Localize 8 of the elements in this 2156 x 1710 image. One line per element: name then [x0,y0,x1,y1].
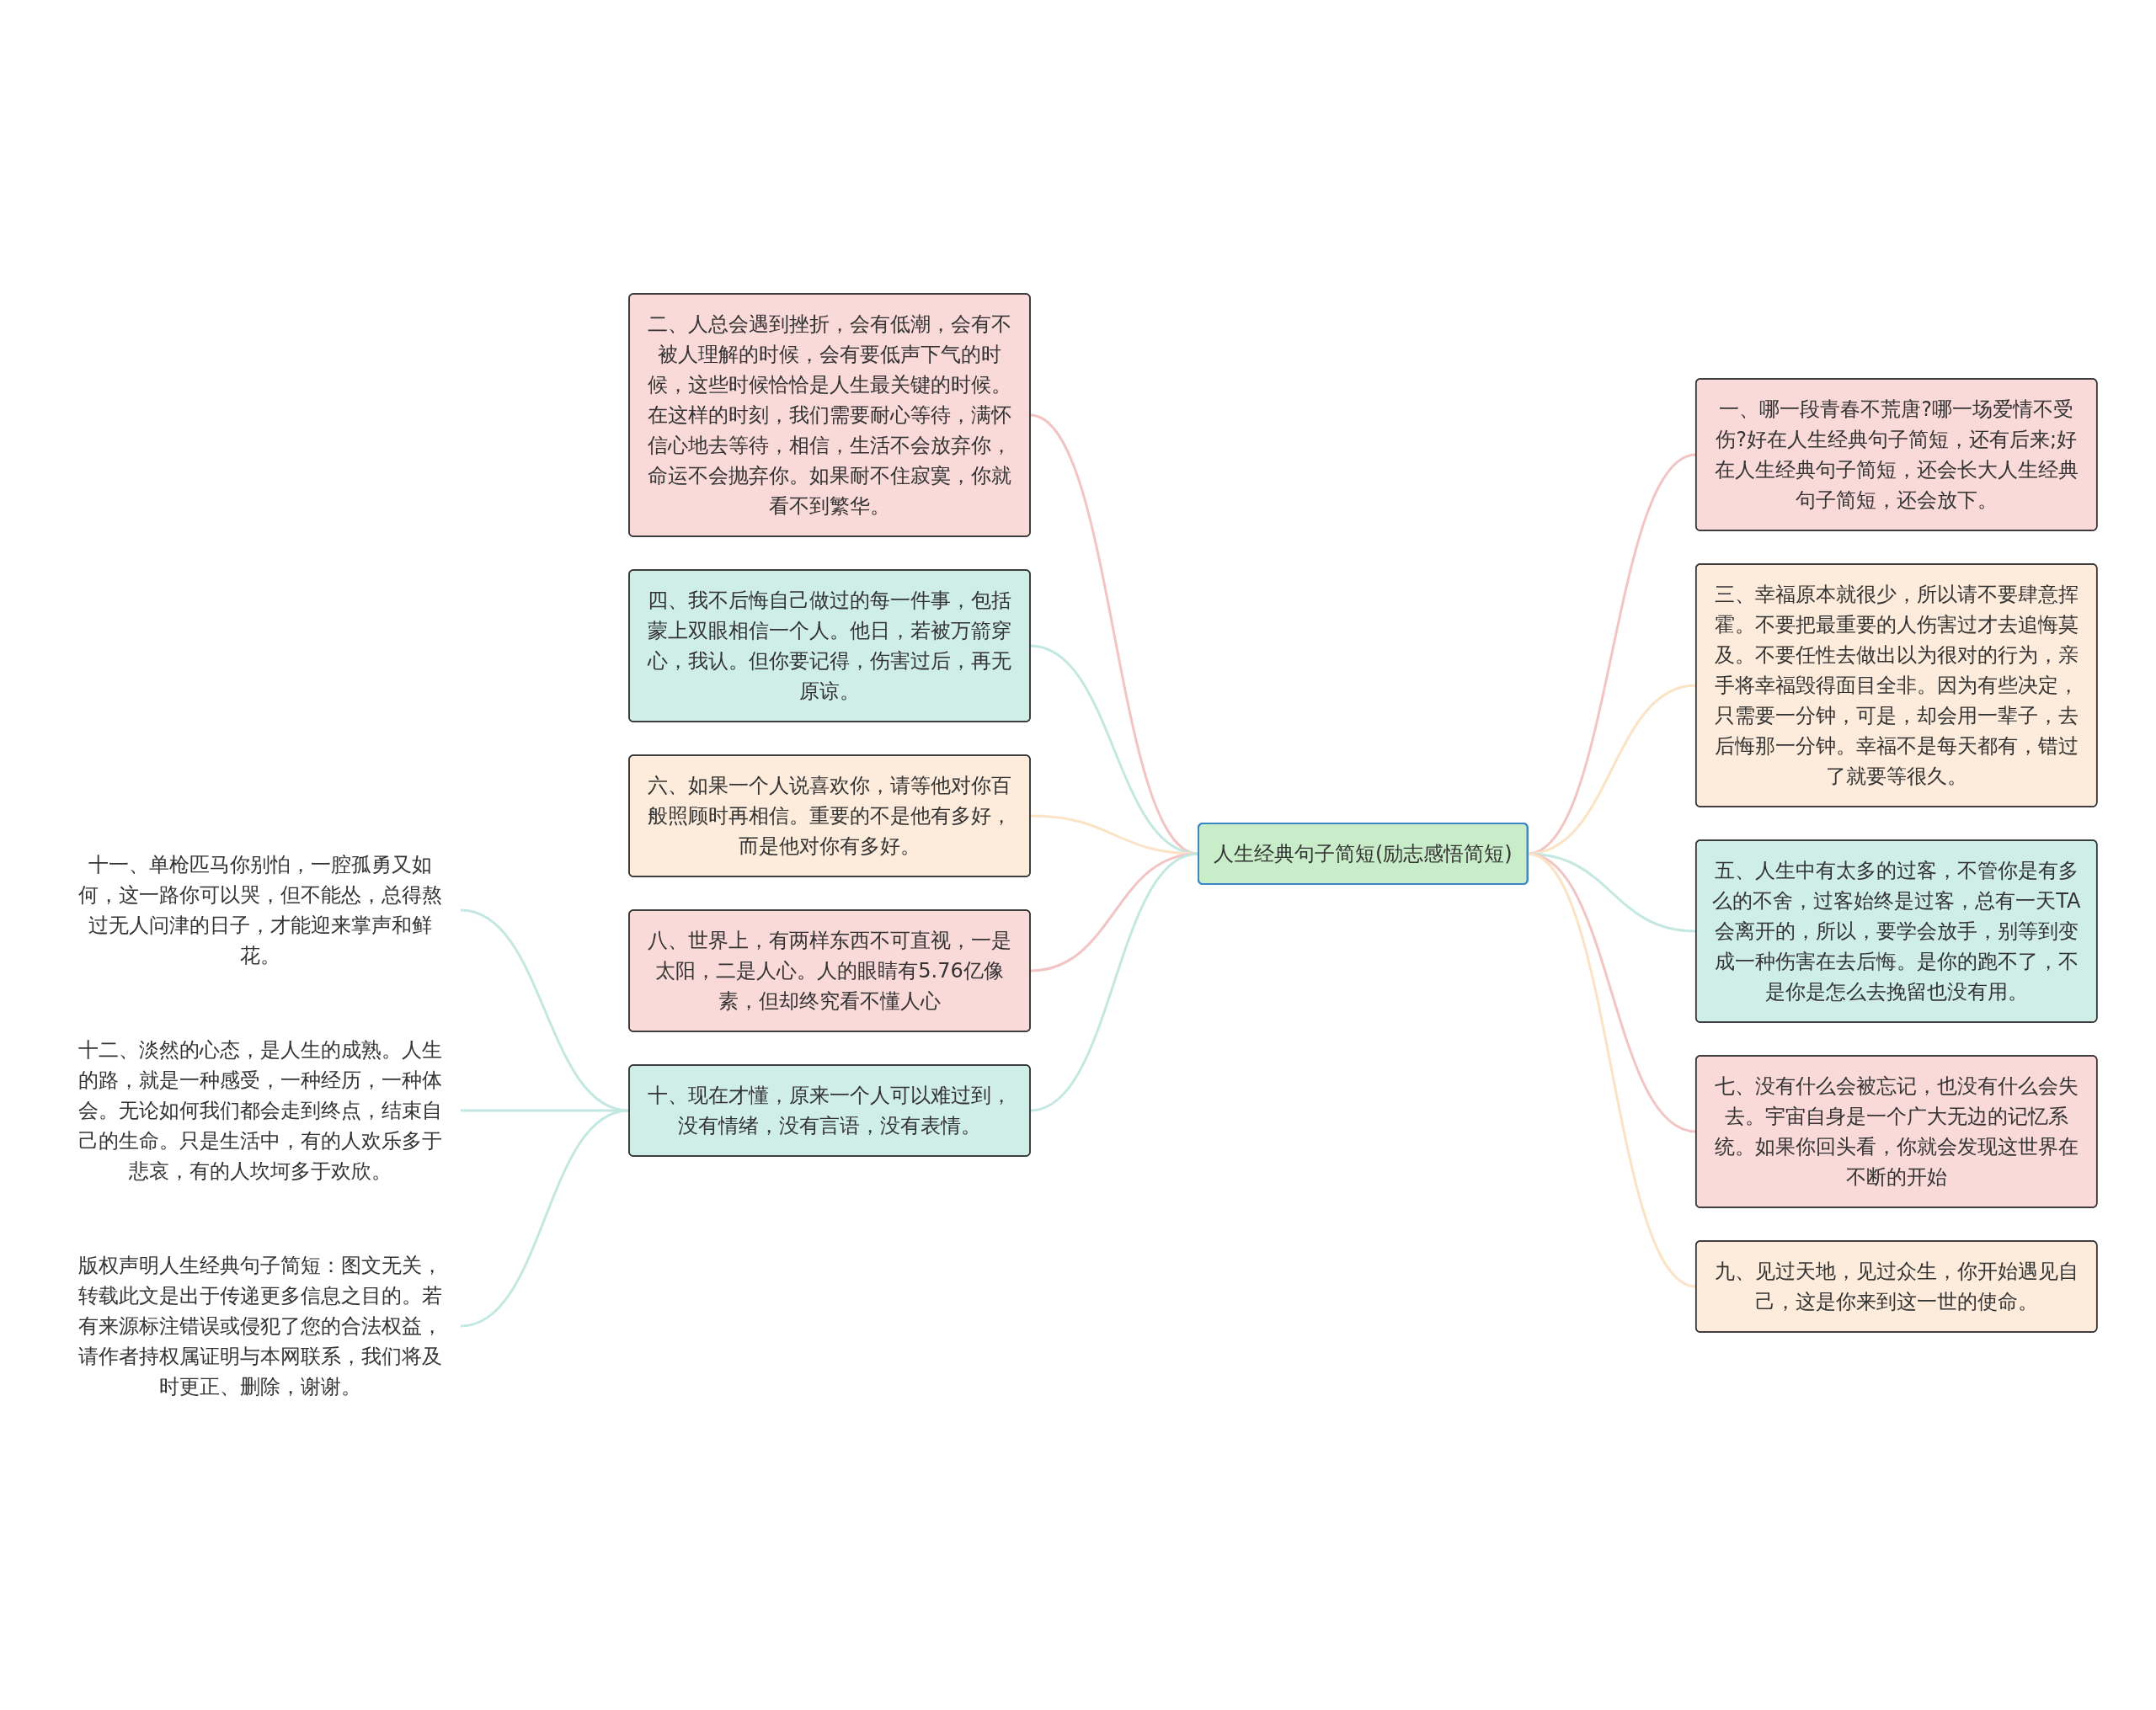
connector [1029,852,1198,1111]
node-text: 版权声明人生经典句子简短：图文无关，转载此文是出于传递更多信息之目的。若有来源标注错误或侵犯了您的合法权益，请作者持权属证明与本网联系，我们将及时更正、删除，谢谢。 [77,1253,442,1398]
connector [1029,644,1198,855]
node-text: 十二、淡然的心态，是人生的成熟。人生的路，就是一种感受，一种经历，一种体会。无论如何我们都会走到终点，结束自己的生命。只是生活中，有的人欢乐多于悲哀，有的人坎坷多于欢欣。 [77,1037,442,1183]
connector [460,1109,629,1327]
node-text: 十一、单枪匹马你别怕，一腔孤勇又如何，这一路你可以哭，但不能怂，总得熬过无人问津的日子，才能迎来掌声和鲜花。 [77,852,442,967]
connector [1029,814,1198,855]
connector [460,908,629,1111]
